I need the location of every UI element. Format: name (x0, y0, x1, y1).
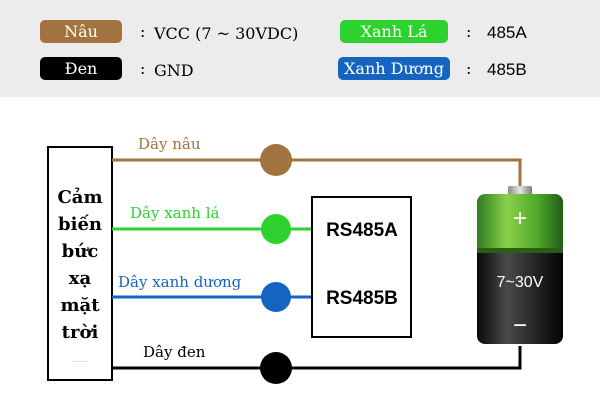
legend-black-separator: : (140, 59, 146, 78)
blue-wire-label: Dây xanh dương (118, 273, 242, 291)
battery-minus-sign: − (513, 312, 527, 339)
brown-wire-label: Dây nâu (138, 135, 201, 153)
sensor-label-line-1: Cảm (57, 186, 102, 208)
sensor-label-line-4: xạ (69, 268, 92, 289)
sensor-label-line-3: bức (62, 241, 99, 262)
green-wire-node (261, 214, 291, 244)
legend-green-value: 485A (487, 23, 527, 42)
legend-blue-value: 485B (487, 60, 527, 79)
black-wire (112, 346, 522, 370)
black-wire-label: Dây đen (143, 343, 206, 361)
green-wire-label: Dây xanh lá (130, 204, 220, 222)
legend-brown-badge: Nâu (40, 20, 122, 43)
legend-green-separator: : (466, 22, 472, 41)
rs485b-label: RS485B (326, 288, 398, 309)
sensor-label-line-6: trời (62, 322, 99, 343)
legend-green-badge: Xanh Lá (340, 20, 448, 43)
sensor-label-line-2: biến (58, 213, 102, 235)
rs485a-label: RS485A (326, 220, 398, 241)
sensor-footnote: ..... (74, 355, 87, 364)
battery-icon (477, 186, 563, 344)
legend-brown-separator: : (140, 22, 146, 41)
legend-bar: Nâu : VCC (7 ~ 30VDC) Đen : GND Xanh Lá … (0, 0, 600, 97)
brown-wire (112, 158, 522, 188)
sensor-box (47, 146, 113, 381)
black-wire-node (260, 352, 292, 384)
legend-blue-separator: : (466, 59, 472, 78)
battery-voltage-label: 7~30V (497, 274, 544, 291)
legend-black-value: GND (154, 61, 194, 80)
legend-blue-badge: Xanh Dương (338, 57, 450, 80)
sensor-label-line-5: mặt (60, 295, 100, 316)
battery-plus-sign: + (513, 205, 527, 232)
blue-wire-node (261, 282, 291, 312)
brown-wire-node (260, 144, 292, 176)
rs485-box (311, 196, 412, 338)
legend-black-badge: Đen (40, 57, 122, 80)
legend-brown-value: VCC (7 ~ 30VDC) (154, 24, 299, 43)
